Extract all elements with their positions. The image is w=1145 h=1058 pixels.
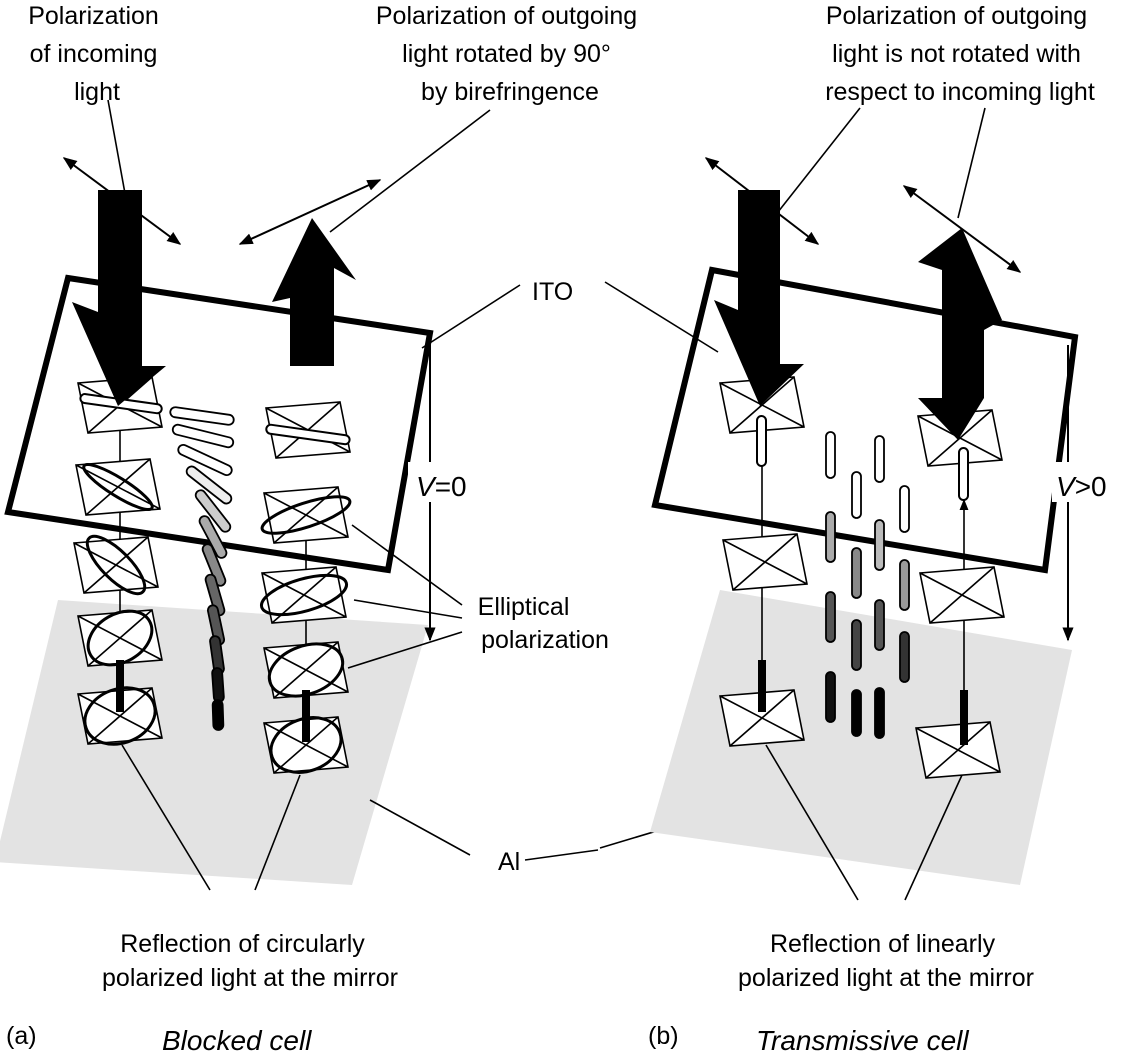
- outgoing-arrow-a: [272, 218, 356, 366]
- svg-text:V>0: V>0: [1056, 471, 1107, 502]
- v-pos-var: V: [1056, 471, 1077, 502]
- outgoing-pol-arrow-b: [902, 185, 1022, 273]
- outgoing-pol-arrow-a: [238, 179, 382, 245]
- incoming-pol-arrow-b: [704, 157, 820, 245]
- right-column-b: [915, 409, 1005, 779]
- panel-a-label: (a): [6, 1022, 37, 1050]
- lc-molecules-a: [169, 406, 235, 731]
- outgoing-arrow-b: [918, 290, 984, 440]
- shared-labels: ITO Al Elliptical polarization: [347, 278, 719, 876]
- panel-a: V=0 Polarization of incoming light Polar…: [0, 2, 644, 1056]
- reflection-linear-label: Reflection of linearly polarized light a…: [738, 930, 1034, 992]
- incoming-pol-arrow-a: [62, 157, 182, 245]
- left-column-b: [719, 376, 808, 747]
- ito-frame-b: [651, 266, 1079, 574]
- right-column-a: [259, 401, 352, 774]
- caption-b: Transmissive cell: [756, 1025, 969, 1056]
- v-pos-rest: >0: [1075, 471, 1107, 502]
- elliptical-label: Elliptical polarization: [478, 593, 609, 654]
- left-column-a: [73, 376, 163, 746]
- caption-a: Blocked cell: [162, 1025, 312, 1056]
- outgoing-not-rotated-label: Polarization of outgoing light is not ro…: [825, 2, 1095, 106]
- svg-text:V=0: V=0: [416, 471, 467, 502]
- incoming-arrow-a: [72, 190, 166, 406]
- reflection-circular-label: Reflection of circularly polarized light…: [102, 930, 398, 992]
- incoming-pol-label: Polarization of incoming light: [28, 2, 166, 106]
- outgoing-rotated-label: Polarization of outgoing light rotated b…: [376, 2, 644, 106]
- v-zero-rest: =0: [435, 471, 467, 502]
- panel-b-label: (b): [648, 1022, 679, 1050]
- incoming-arrow-b: [714, 190, 804, 406]
- al-label: Al: [498, 848, 520, 876]
- ito-label: ITO: [532, 278, 573, 306]
- panel-b: V>0 Polarization of outgoing light is no…: [648, 2, 1122, 1056]
- v-zero-var: V: [416, 471, 437, 502]
- al-mirror-b: [650, 590, 1072, 885]
- lc-molecules-b: [825, 431, 910, 739]
